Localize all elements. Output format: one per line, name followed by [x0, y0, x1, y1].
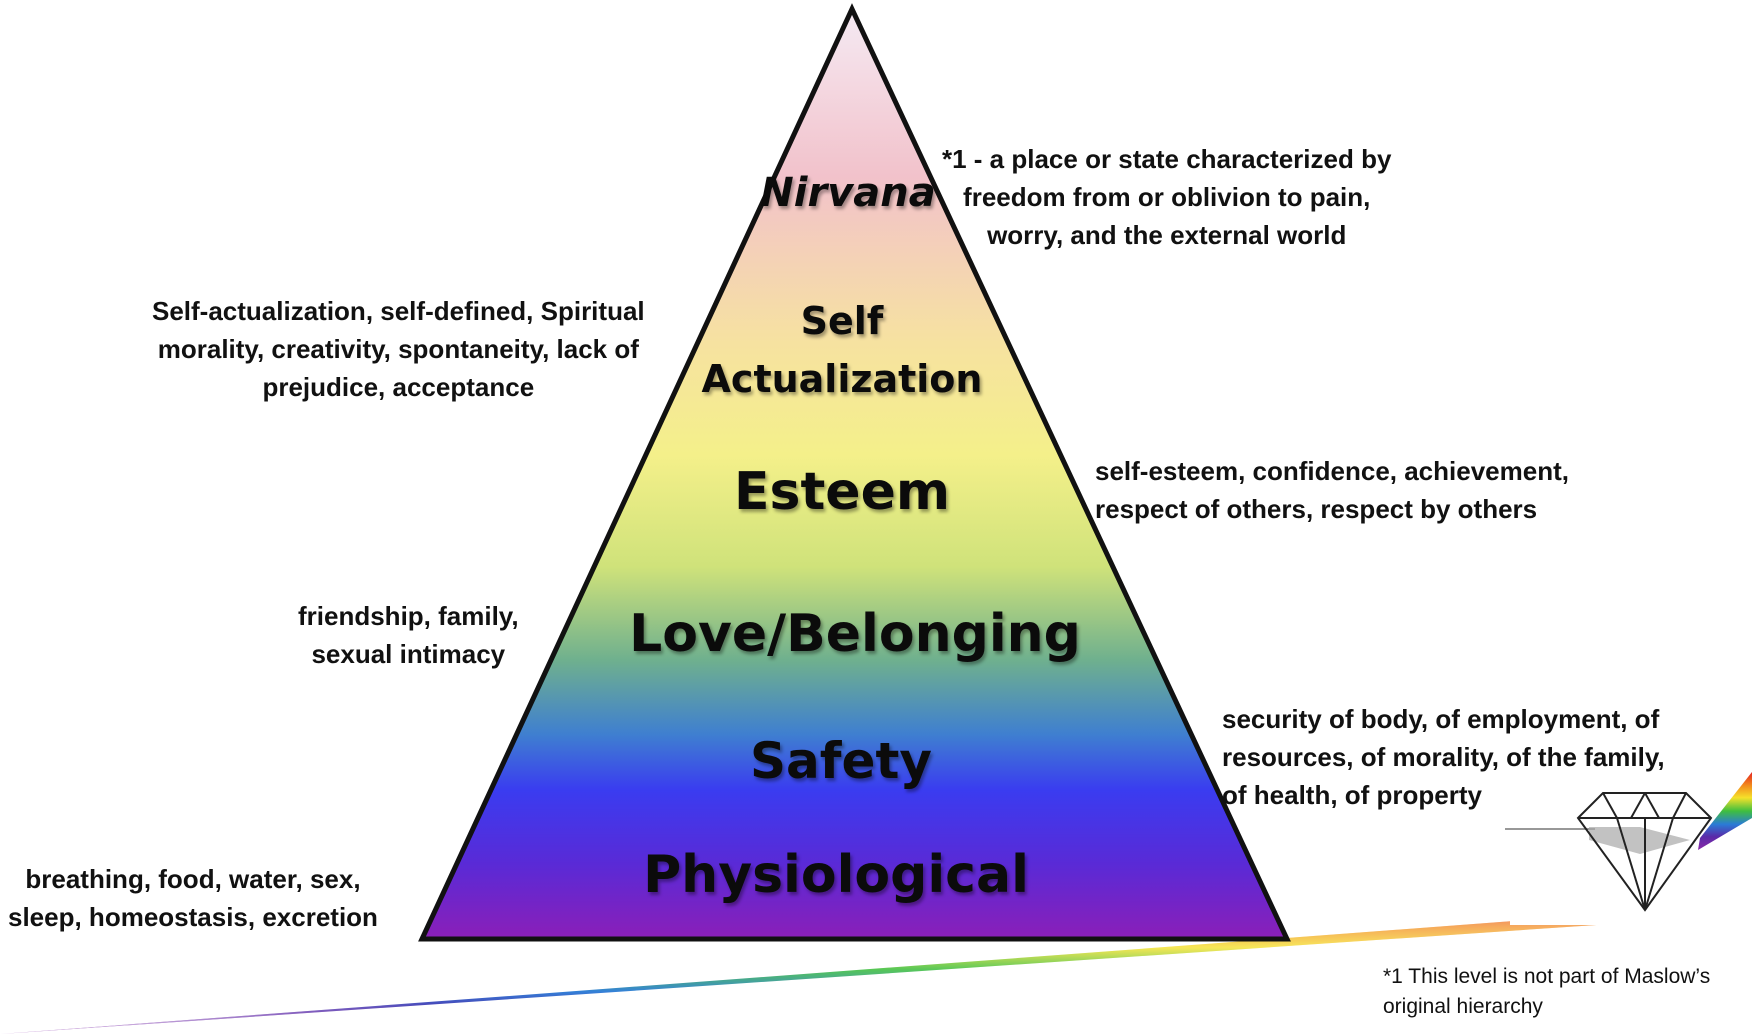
level-self-line2: Actualization — [701, 357, 983, 401]
note-line: sleep, homeostasis, excretion — [8, 902, 378, 932]
note-line: security of body, of employment, of — [1222, 704, 1660, 734]
diamond-prism-icon — [1505, 745, 1752, 925]
note-esteem: self-esteem, confidence, achievement, re… — [1095, 452, 1569, 528]
note-safety: security of body, of employment, of reso… — [1222, 700, 1665, 814]
note-line: worry, and the external world — [987, 220, 1347, 250]
note-line: sexual intimacy — [311, 639, 506, 669]
pyramid — [418, 3, 1291, 942]
footnote: *1 This level is not part of Maslow’s or… — [1383, 962, 1710, 1022]
note-line: freedom from or oblivion to pain, — [963, 182, 1371, 212]
level-love-belonging: Love/Belonging — [629, 604, 1081, 664]
note-line: respect of others, respect by others — [1095, 494, 1538, 524]
level-safety: Safety — [750, 732, 932, 790]
note-line: self-esteem, confidence, achievement, — [1095, 456, 1569, 486]
level-esteem: Esteem — [733, 462, 951, 522]
note-physiological: breathing, food, water, sex, sleep, home… — [8, 860, 378, 936]
note-line: Self-actualization, self-defined, Spirit… — [152, 296, 645, 326]
note-line: of health, of property — [1222, 780, 1482, 810]
note-line: prejudice, acceptance — [262, 372, 535, 402]
note-nirvana: *1 - a place or state characterized by f… — [942, 140, 1391, 254]
note-line: friendship, family, — [298, 601, 519, 631]
level-nirvana: Nirvana — [760, 170, 936, 216]
footnote-line: original hierarchy — [1383, 995, 1543, 1018]
note-self-actualization: Self-actualization, self-defined, Spirit… — [152, 292, 645, 406]
note-line: *1 - a place or state characterized by — [942, 144, 1392, 174]
rainbow-band — [0, 905, 1728, 1034]
footnote-line: *1 This level is not part of Maslow’s — [1383, 965, 1711, 988]
level-self-actualization: Self Actualization — [702, 292, 983, 408]
level-self-line1: Self — [800, 299, 884, 343]
note-love-belonging: friendship, family, sexual intimacy — [298, 597, 519, 673]
level-physiological: Physiological — [643, 845, 1029, 905]
note-line: resources, of morality, of the family, — [1222, 742, 1665, 772]
note-line: breathing, food, water, sex, — [25, 864, 361, 894]
note-line: morality, creativity, spontaneity, lack … — [157, 334, 639, 364]
